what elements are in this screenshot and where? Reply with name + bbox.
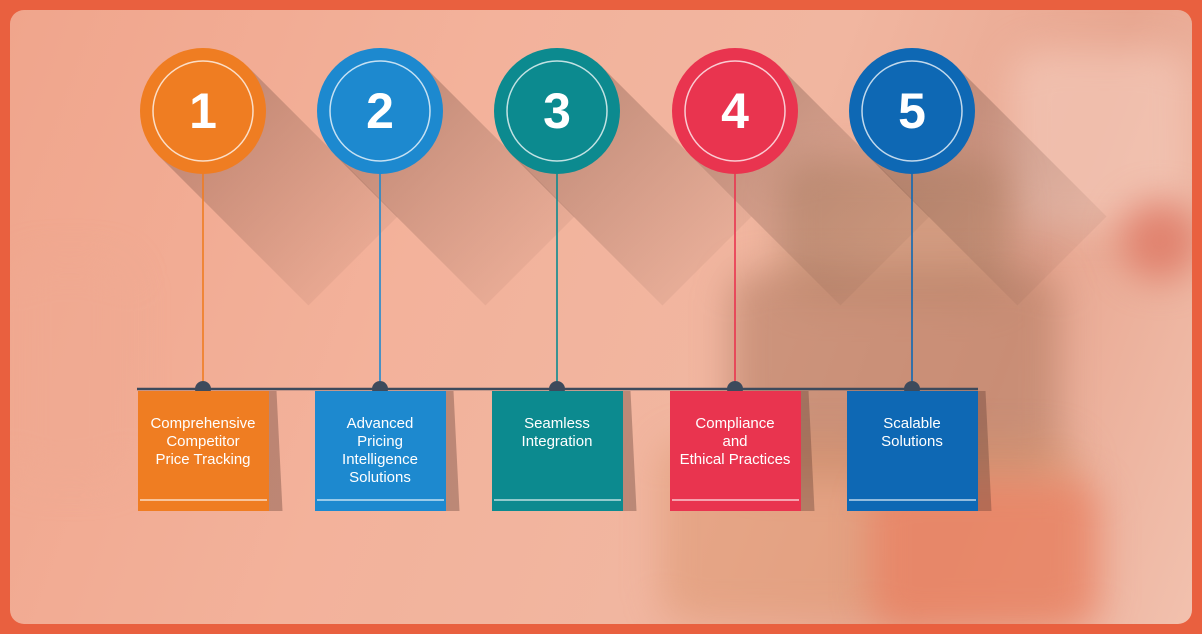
- step-circle-ring: [329, 60, 431, 162]
- step-number: 3: [543, 83, 571, 139]
- step-number: 1: [189, 83, 217, 139]
- step-circle-ring: [506, 60, 608, 162]
- step-circle: [140, 48, 266, 174]
- step-box-shadow: [800, 391, 815, 511]
- step-circle-ring: [152, 60, 254, 162]
- step-circle: [672, 48, 798, 174]
- step-label-box: Seamless Integration: [491, 391, 623, 511]
- step-label-box: Advanced Pricing Intelligence Solutions: [314, 391, 446, 511]
- step-label: Compliance and Ethical Practices: [679, 415, 791, 468]
- step-box-shadow: [977, 391, 992, 511]
- step-label: Advanced Pricing Intelligence Solutions: [342, 415, 418, 486]
- step-circle: [317, 48, 443, 174]
- step-label: Comprehensive Competitor Price Tracking: [150, 415, 256, 468]
- step-label-underline: [848, 499, 976, 501]
- step-circle-ring: [861, 60, 963, 162]
- step-circle-ring: [684, 60, 786, 162]
- step-number: 4: [721, 83, 749, 139]
- step-label-underline: [671, 499, 799, 501]
- step-box-shadow: [445, 391, 460, 511]
- step-number: 5: [898, 83, 926, 139]
- step-label-underline: [316, 499, 444, 501]
- step-label-underline: [493, 499, 621, 501]
- step-circle: [494, 48, 620, 174]
- step-label: Seamless Integration: [521, 415, 593, 450]
- step-label-box: Scalable Solutions: [846, 391, 978, 511]
- step-label-box: Comprehensive Competitor Price Tracking: [137, 391, 269, 511]
- step-label-underline: [139, 499, 267, 501]
- background-blur-shape: [1120, 200, 1192, 280]
- step-box-shadow: [268, 391, 283, 511]
- step-box-shadow: [622, 391, 637, 511]
- step-number: 2: [366, 83, 394, 139]
- step-circle: [849, 48, 975, 174]
- step-label: Scalable Solutions: [881, 415, 943, 450]
- step-label-box: Compliance and Ethical Practices: [669, 391, 801, 511]
- background-blur-shape: [10, 260, 130, 480]
